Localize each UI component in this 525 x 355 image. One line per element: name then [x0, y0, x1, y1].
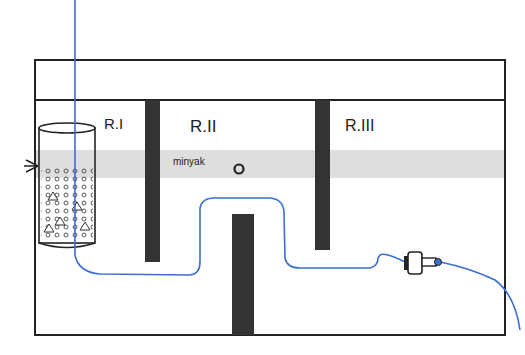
- outlet-valve: [404, 252, 442, 274]
- partition: [315, 100, 330, 250]
- water-line: [35, 99, 505, 101]
- filter-cup: [24, 123, 95, 248]
- partition: [145, 100, 160, 262]
- oil-layer: [36, 150, 505, 178]
- tube: [75, 0, 405, 275]
- chamber-label: R.III: [345, 118, 374, 134]
- outlet-tube: [440, 262, 520, 330]
- oil-droplet: [235, 165, 244, 174]
- partition: [232, 214, 254, 335]
- chamber-label: R.I: [104, 116, 123, 131]
- oil-label: minyak: [172, 157, 206, 167]
- chamber-label: R.II: [190, 118, 216, 135]
